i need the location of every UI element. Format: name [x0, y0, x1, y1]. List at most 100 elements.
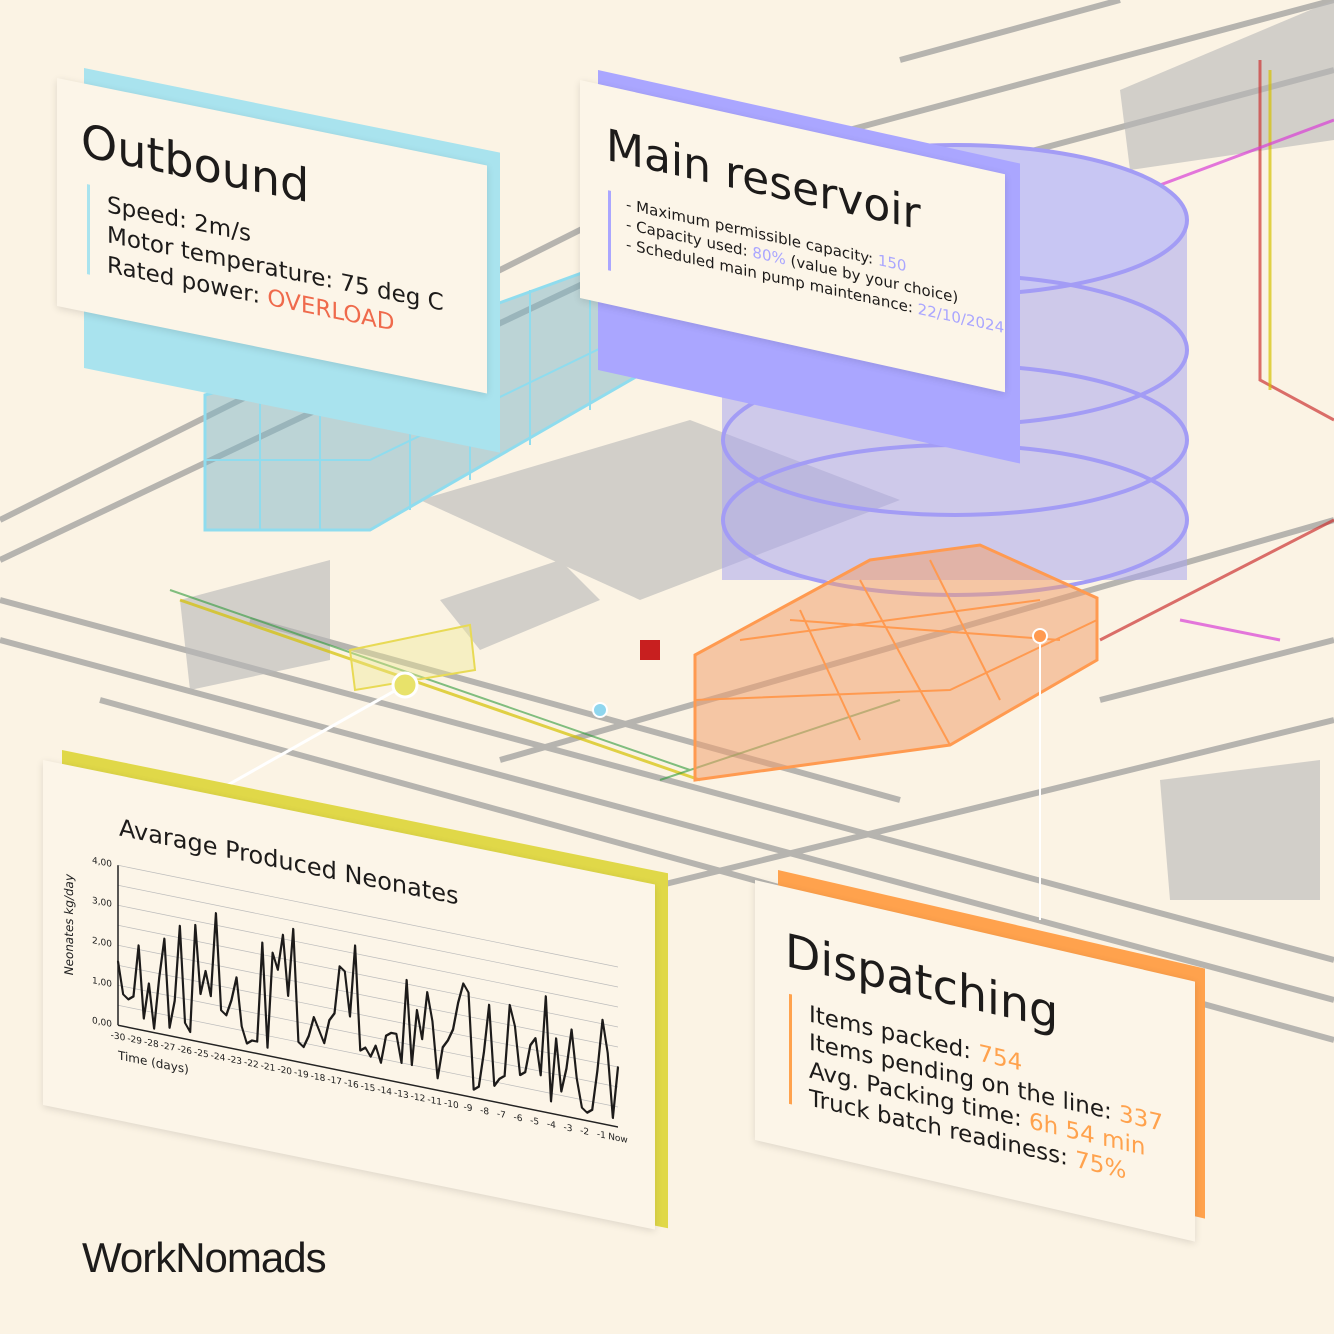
- data-point: [606, 1052, 609, 1054]
- data-point: [380, 1061, 382, 1064]
- data-point: [596, 1069, 599, 1072]
- data-point: [395, 1033, 398, 1035]
- gridline: [118, 964, 618, 1068]
- x-tick-label: -19: [294, 1068, 309, 1081]
- x-tick-label: -22: [244, 1058, 259, 1071]
- data-point: [545, 995, 547, 998]
- x-tick-label: -14: [377, 1085, 392, 1098]
- data-point: [400, 1062, 403, 1064]
- data-point: [246, 1042, 248, 1045]
- data-point: [405, 979, 408, 981]
- data-point: [359, 1049, 362, 1052]
- data-point: [137, 944, 140, 947]
- y-tick-label: 4,00: [92, 856, 112, 870]
- data-point: [431, 1020, 434, 1023]
- x-tick-label: -3: [564, 1123, 573, 1135]
- x-tick-label: -16: [344, 1078, 359, 1091]
- data-point: [524, 1071, 527, 1073]
- data-point: [612, 1117, 614, 1119]
- x-tick-label: Now: [608, 1132, 628, 1146]
- data-point: [333, 1012, 336, 1015]
- data-point: [617, 1066, 619, 1068]
- data-point: [220, 1009, 222, 1012]
- x-tick-label: -25: [194, 1048, 209, 1061]
- x-tick-label: -9: [464, 1103, 473, 1115]
- y-tick-label: 0,00: [92, 1016, 112, 1030]
- data-point: [158, 976, 161, 979]
- x-tick-label: -23: [227, 1055, 242, 1068]
- x-tick-label: -12: [411, 1092, 426, 1105]
- data-point: [184, 1022, 186, 1024]
- y-axis-label: Neonates kg/day: [62, 873, 76, 977]
- data-point: [307, 1035, 310, 1037]
- x-tick-label: -2: [580, 1126, 589, 1138]
- data-point: [302, 1046, 305, 1048]
- neonates-line-chart: 0,001,002,003,004,00-30-29-28-27-26-25-2…: [62, 856, 628, 1146]
- data-point: [282, 934, 284, 936]
- data-point: [313, 1016, 315, 1018]
- x-tick-label: -28: [144, 1038, 159, 1051]
- gridline: [118, 864, 618, 968]
- data-point: [225, 1014, 228, 1017]
- data-point: [534, 1037, 537, 1040]
- data-point: [472, 1088, 475, 1091]
- data-point: [483, 1050, 485, 1053]
- data-point: [323, 1042, 325, 1045]
- data-point: [369, 1055, 372, 1058]
- data-point: [251, 1039, 253, 1042]
- data-point: [199, 993, 202, 995]
- data-point: [441, 1046, 444, 1049]
- data-line: [116, 912, 620, 1120]
- data-point: [436, 1077, 439, 1080]
- data-point: [142, 1017, 145, 1020]
- data-point: [529, 1044, 532, 1046]
- data-point: [173, 999, 176, 1002]
- data-point: [148, 982, 150, 985]
- data-point: [163, 937, 166, 940]
- data-point: [240, 1025, 243, 1028]
- reservoir-accent-bar: [608, 190, 611, 271]
- data-point: [344, 970, 346, 973]
- data-point: [374, 1044, 377, 1047]
- data-point: [297, 1041, 300, 1043]
- data-point: [256, 1040, 258, 1043]
- data-point: [519, 1074, 521, 1076]
- gridline: [118, 904, 618, 1008]
- data-point: [570, 1028, 573, 1031]
- x-tick-label: -8: [480, 1106, 489, 1118]
- x-tick-label: -21: [261, 1061, 276, 1074]
- data-point: [209, 995, 212, 997]
- x-tick-label: -24: [211, 1051, 226, 1064]
- data-point: [555, 1037, 557, 1040]
- data-point: [550, 1100, 552, 1103]
- dispatching-accent-bar: [789, 993, 792, 1105]
- data-point: [539, 1074, 542, 1077]
- data-point: [426, 991, 429, 993]
- x-tick-label: -10: [444, 1099, 459, 1112]
- data-point: [153, 1027, 155, 1030]
- data-point: [416, 1009, 418, 1011]
- gridline: [118, 1004, 618, 1108]
- gridline: [118, 984, 618, 1088]
- data-point: [122, 993, 124, 996]
- data-point: [328, 1019, 331, 1022]
- data-point: [168, 1026, 171, 1029]
- x-tick-label: -1: [597, 1130, 606, 1142]
- x-tick-label: -4: [547, 1120, 556, 1132]
- data-point: [581, 1106, 583, 1109]
- data-point: [452, 1028, 454, 1031]
- data-point: [586, 1111, 588, 1114]
- data-point: [266, 1046, 269, 1049]
- data-point: [261, 941, 264, 944]
- x-tick-label: -20: [277, 1065, 292, 1078]
- data-point: [349, 1015, 351, 1018]
- data-point: [215, 912, 217, 915]
- data-point: [601, 1019, 604, 1021]
- x-tick-label: -30: [111, 1031, 126, 1044]
- data-point: [575, 1077, 578, 1080]
- data-point: [508, 1004, 511, 1006]
- gridline: [118, 944, 618, 1048]
- data-point: [467, 991, 470, 994]
- data-point: [235, 976, 238, 979]
- x-axis: [118, 1024, 618, 1128]
